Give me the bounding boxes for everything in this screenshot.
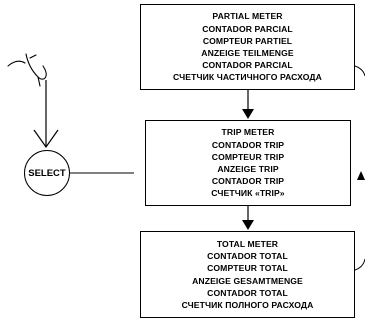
trip-meter-label-de: ANZEIGE TRIP bbox=[217, 164, 279, 174]
loop-up-arrowhead bbox=[357, 171, 365, 180]
loop-curve-top bbox=[354, 65, 365, 77]
total-meter-label-en: TOTAL METER bbox=[216, 238, 279, 249]
press-arrow bbox=[33, 80, 59, 149]
total-meter-label-de: ANZEIGE GESAMTMENGE bbox=[192, 275, 303, 286]
trip-meter-label-ru: СЧЕТЧИК «TRIP» bbox=[211, 188, 285, 199]
partial-meter-label-en: PARTIAL METER bbox=[212, 11, 283, 22]
trip-meter-label-fr: COMPTEUR TRIP bbox=[211, 151, 285, 162]
partial-meter-label-ru: СЧЕТЧИК ЧАСТИЧНОГО РАСХОДА bbox=[173, 72, 322, 83]
total-meter-box: TOTAL METER CONTADOR TOTAL COMPTEUR TOTA… bbox=[140, 231, 355, 318]
total-meter-label-pt: CONTADOR TOTAL bbox=[207, 287, 288, 298]
total-meter-label-ru: СЧЕТЧИК ПОЛНОГО РАСХОДА bbox=[181, 299, 314, 310]
select-button-label: SELECT bbox=[28, 167, 66, 179]
down-arrow-partial-to-trip bbox=[242, 90, 254, 119]
partial-meter-label-es: CONTADOR PARCIAL bbox=[202, 23, 293, 34]
total-meter-label-es: CONTADOR TOTAL bbox=[207, 251, 288, 262]
down-arrow-trip-to-total bbox=[242, 206, 254, 230]
trip-meter-label-pt: CONTADOR TRIP bbox=[211, 176, 285, 187]
pointing-finger-icon bbox=[7, 53, 47, 87]
total-meter-label-fr: COMPTEUR TOTAL bbox=[207, 263, 288, 274]
select-button[interactable]: SELECT bbox=[24, 150, 70, 196]
trip-meter-label-es: CONTADOR TRIP bbox=[211, 139, 285, 150]
partial-meter-label-fr: COMPTEUR PARTIEL bbox=[202, 35, 293, 46]
trip-meter-box: TRIP METER CONTADOR TRIP COMPTEUR TRIP A… bbox=[145, 120, 351, 206]
loop-curve-bottom bbox=[354, 258, 365, 271]
trip-meter-label-en: TRIP METER bbox=[221, 127, 275, 138]
partial-meter-label-pt: CONTADOR PARCIAL bbox=[202, 60, 293, 71]
partial-meter-box: PARTIAL METER CONTADOR PARCIAL COMPTEUR … bbox=[140, 4, 355, 90]
partial-meter-label-de: ANZEIGE TEILMENGE bbox=[201, 48, 294, 58]
